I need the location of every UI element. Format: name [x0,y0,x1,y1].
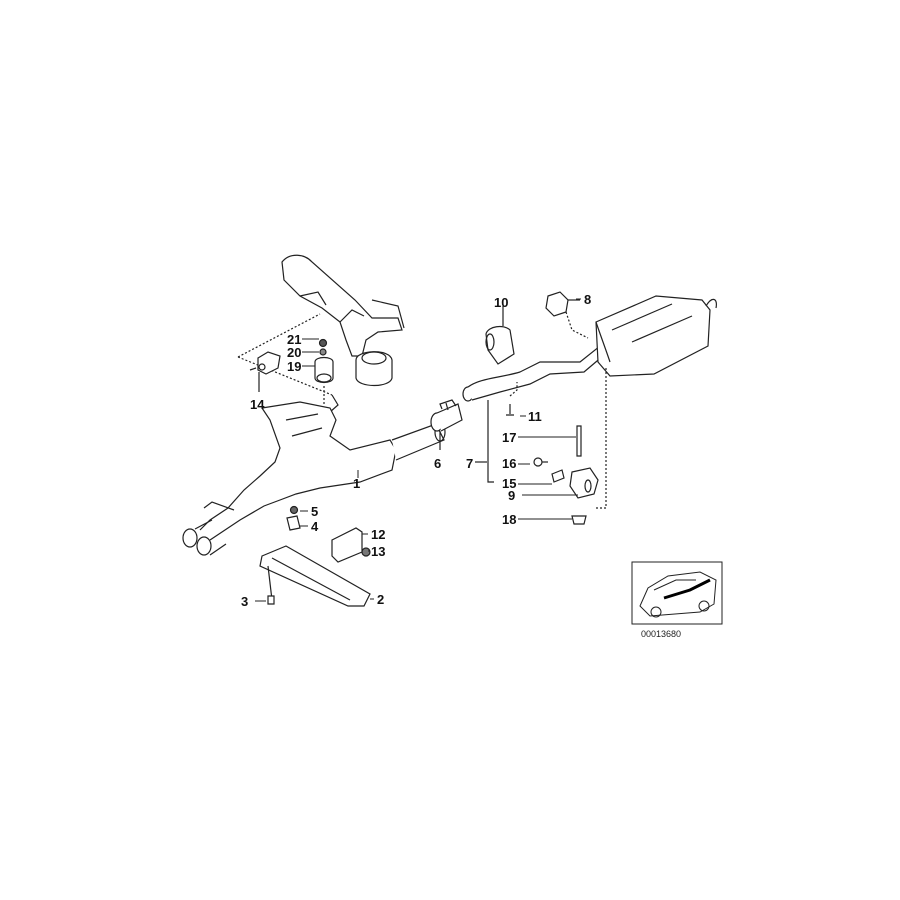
callout-2: 2 [377,592,385,607]
part-8-bracket [545,291,589,339]
callout-19: 19 [287,359,302,374]
callout-1: 1 [353,476,361,491]
callout-13: 13 [371,544,386,559]
callout-10: 10 [494,295,509,310]
part-19-rubber-mount [314,338,334,404]
part-12-holder [331,527,371,563]
callout-11: 11 [528,409,542,424]
callout-8: 8 [584,292,592,307]
tunnel-bracket-drawing [281,254,405,387]
callout-9: 9 [508,488,516,503]
callout-16: 16 [502,456,517,471]
callout-5: 5 [311,504,319,519]
locator-inset [631,561,723,625]
callout-4: 4 [311,519,319,534]
callout-7: 7 [466,456,474,471]
part-7-pipe-and-silencer [462,295,717,483]
callout-18: 18 [502,512,517,527]
hanger-assembly [533,368,607,525]
part-6-clamp [430,399,463,450]
callout-20: 20 [287,345,302,360]
callout-6: 6 [434,456,442,471]
leader-lines [255,298,581,602]
callout-15: 15 [502,476,517,491]
callout-14: 14 [250,397,265,412]
part-2-cover-plate [259,545,371,607]
callout-17: 17 [502,430,517,445]
callout-3: 3 [241,594,249,609]
part-14-bracket [249,351,281,392]
document-number: 00013680 [641,629,682,639]
part-4-clip [286,505,301,531]
callout-21: 21 [287,332,302,347]
part-10-mount [485,306,515,365]
callout-12: 12 [371,527,386,542]
